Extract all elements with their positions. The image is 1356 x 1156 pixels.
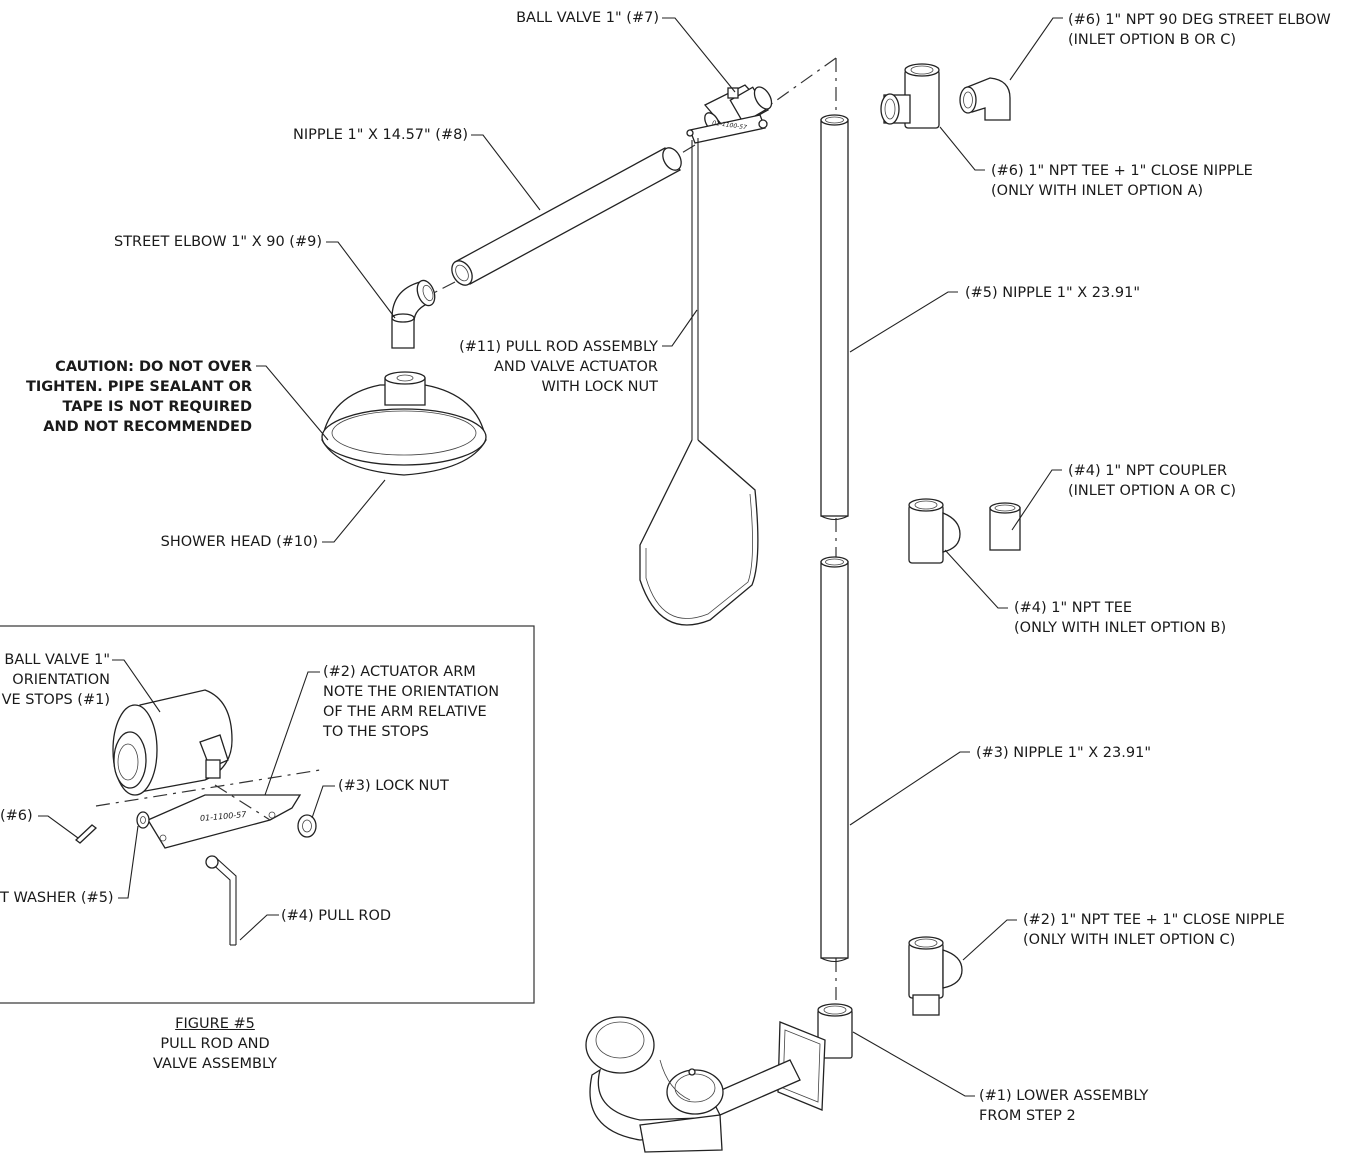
lower-assembly-1 bbox=[585, 1003, 853, 1153]
fig5-label-actuator-arm: (#2) ACTUATOR ARM NOTE THE ORIENTATION O… bbox=[323, 664, 500, 740]
label-pull-rod-11: (#11) PULL ROD ASSEMBLY AND VALVE ACTUAT… bbox=[459, 339, 658, 395]
fig5-label-lock-nut: (#3) LOCK NUT bbox=[338, 778, 449, 794]
leader-lines bbox=[256, 17, 1063, 1097]
tee-2 bbox=[908, 936, 963, 1016]
label-nipple-8: NIPPLE 1" X 14.57" (#8) bbox=[293, 127, 468, 143]
label-street-elbow-9: STREET ELBOW 1" X 90 (#9) bbox=[113, 234, 322, 250]
label-tee-6: (#6) 1" NPT TEE + 1" CLOSE NIPPLE (ONLY … bbox=[991, 163, 1253, 199]
ball-valve-7 bbox=[686, 84, 773, 144]
street-elbow-6 bbox=[959, 77, 1011, 121]
nipple-5-pipe bbox=[820, 114, 849, 521]
label-tee-4: (#4) 1" NPT TEE (ONLY WITH INLET OPTION … bbox=[1014, 600, 1227, 636]
shower-head-10 bbox=[321, 371, 487, 476]
label-caution: CAUTION: DO NOT OVER TIGHTEN. PIPE SEALA… bbox=[25, 359, 252, 435]
tee-6 bbox=[880, 63, 940, 129]
label-nipple-5: (#5) NIPPLE 1" X 23.91" bbox=[965, 285, 1140, 301]
fig5-label-pin: (#6) bbox=[0, 808, 33, 824]
nipple-3-pipe bbox=[820, 556, 849, 963]
label-coupler-4: (#4) 1" NPT COUPLER (INLET OPTION A OR C… bbox=[1068, 463, 1237, 499]
figure-5-inset bbox=[0, 625, 535, 1004]
label-tee-2: (#2) 1" NPT TEE + 1" CLOSE NIPPLE (ONLY … bbox=[1023, 912, 1285, 948]
fig5-label-ball-valve: BALL VALVE 1" ORIENTATION VE STOPS (#1) bbox=[1, 652, 110, 708]
label-ball-valve-7: BALL VALVE 1" (#7) bbox=[516, 10, 659, 26]
tee-4 bbox=[908, 498, 961, 564]
fig5-label-pull-rod: (#4) PULL ROD bbox=[281, 908, 392, 924]
assembly-centerline bbox=[419, 57, 837, 1000]
label-street-elbow-6: (#6) 1" NPT 90 DEG STREET ELBOW (INLET O… bbox=[1068, 12, 1331, 48]
label-nipple-3: (#3) NIPPLE 1" X 23.91" bbox=[976, 745, 1151, 761]
pull-rod-11 bbox=[639, 138, 759, 626]
fig5-caption-title: FIGURE #5 bbox=[175, 1016, 255, 1032]
street-elbow-9 bbox=[391, 279, 436, 349]
fig5-label-washer: T WASHER (#5) bbox=[0, 890, 114, 906]
label-lower-assembly-1: (#1) LOWER ASSEMBLY FROM STEP 2 bbox=[979, 1088, 1149, 1124]
fig5-caption: FIGURE #5 PULL ROD AND VALVE ASSEMBLY bbox=[115, 1014, 315, 1074]
coupler-4 bbox=[989, 502, 1021, 551]
nipple-8-pipe bbox=[451, 147, 682, 286]
label-shower-head-10: SHOWER HEAD (#10) bbox=[160, 534, 318, 550]
